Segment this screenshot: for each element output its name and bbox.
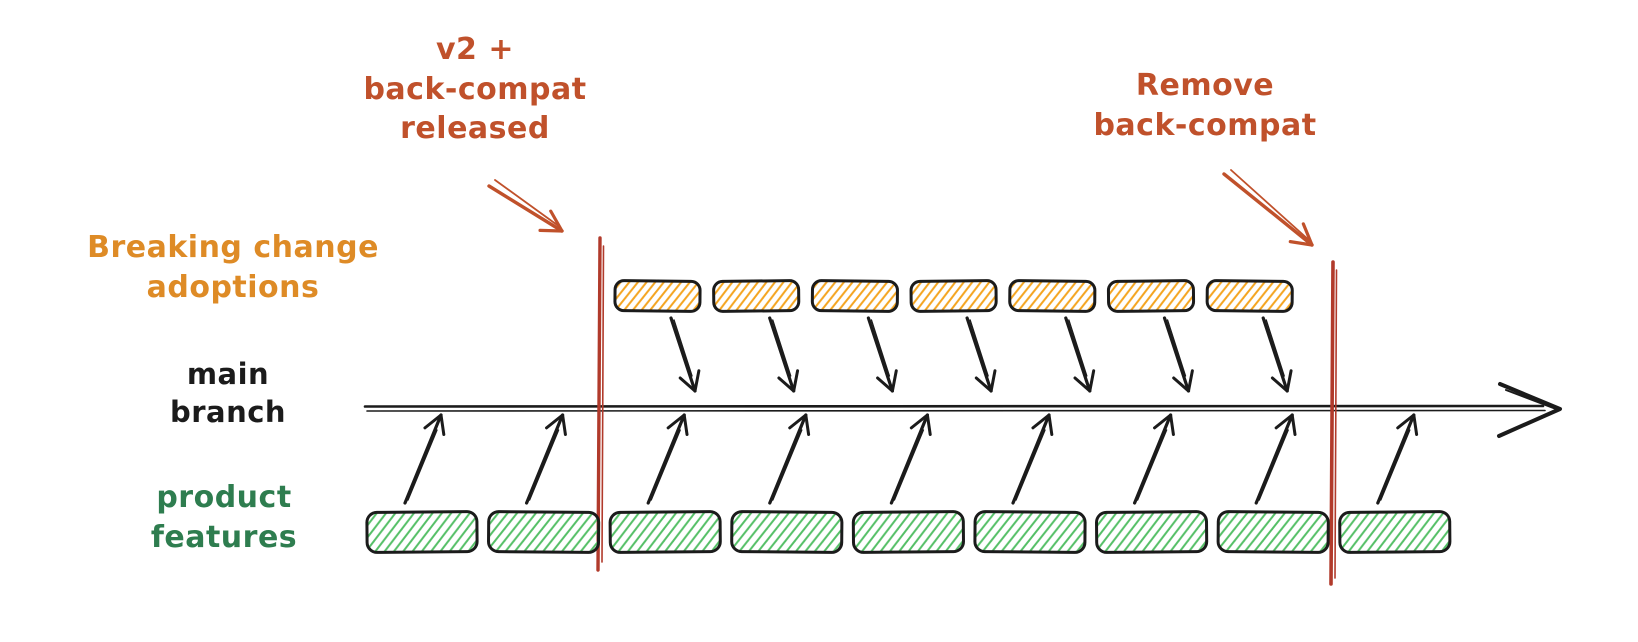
adoption-merge-arrow [669, 316, 701, 393]
label-breaking-change-adoptions: Breaking change adoptions [87, 230, 379, 305]
feature-merge-arrow-stroke [1380, 429, 1411, 501]
release-annotation-arrow [487, 179, 564, 233]
feature-merge-arrow [1254, 413, 1297, 505]
feature-box [608, 510, 722, 554]
feature-merge-arrow [768, 413, 811, 505]
removal-annotation-arrow [1222, 169, 1314, 247]
feature-merge-arrow [646, 413, 689, 505]
feature-merge-arrow-stroke [1015, 429, 1046, 501]
adoption-box [1008, 279, 1097, 313]
adoption-merge-arrow-stroke [1166, 319, 1187, 377]
adoption-merge-arrow [768, 316, 800, 393]
feature-merge-arrow-stroke [893, 429, 925, 501]
adoption-merge-arrow-stroke [1068, 319, 1088, 377]
feature-merge-arrow-stroke [1258, 429, 1289, 501]
feature-merge-arrow [1011, 413, 1054, 505]
feature-box [1216, 510, 1330, 554]
adoption-box [909, 279, 998, 313]
adoption-boxes-row [613, 279, 1294, 393]
adoption-box [1205, 279, 1294, 313]
adoption-merge-arrow-stroke [772, 319, 792, 377]
feature-merge-arrow-stroke [407, 429, 438, 501]
feature-merge-arrow [889, 413, 932, 505]
feature-merge-arrow [525, 413, 567, 505]
adoption-box [613, 279, 702, 313]
main-branch-arrowhead [1497, 382, 1562, 438]
annotation-release-label: v2 + back-compat released [363, 32, 587, 147]
label-product-features: product features [150, 480, 298, 555]
adoption-box [1106, 279, 1196, 313]
feature-box [1095, 510, 1209, 554]
annotation-remove-label: Remove back-compat [1093, 68, 1317, 143]
feature-box [1338, 510, 1452, 554]
adoption-box [712, 279, 801, 313]
label-main-branch: main branch [169, 357, 287, 430]
feature-merge-arrow [1133, 413, 1175, 505]
feature-box [851, 510, 965, 554]
adoption-merge-arrow-stroke [1265, 319, 1285, 377]
feature-merge-arrow-stroke [650, 429, 681, 501]
feature-box [730, 510, 844, 554]
adoption-merge-arrow [1064, 316, 1096, 393]
adoption-merge-arrow-stroke [969, 319, 989, 377]
removal-marker-line [1329, 260, 1338, 586]
main-branch-line [363, 382, 1562, 438]
adoption-merge-arrow [1261, 316, 1293, 393]
adoption-merge-arrow-stroke [870, 319, 891, 377]
adoption-merge-arrow-stroke [673, 319, 693, 377]
feature-merge-arrow-stroke [772, 429, 803, 501]
feature-merge-arrow-stroke [1136, 429, 1168, 501]
feature-box [365, 510, 479, 554]
adoption-merge-arrow [965, 316, 997, 393]
feature-box [973, 510, 1087, 554]
adoption-merge-arrow [1162, 316, 1194, 393]
feature-boxes-row [365, 413, 1452, 554]
feature-merge-arrow [1376, 413, 1419, 505]
feature-merge-arrow [403, 413, 446, 505]
adoption-merge-arrow [866, 316, 898, 393]
adoption-box [810, 279, 899, 313]
release-marker-line [596, 236, 605, 572]
feature-box [487, 510, 601, 554]
feature-merge-arrow-stroke [528, 429, 560, 501]
